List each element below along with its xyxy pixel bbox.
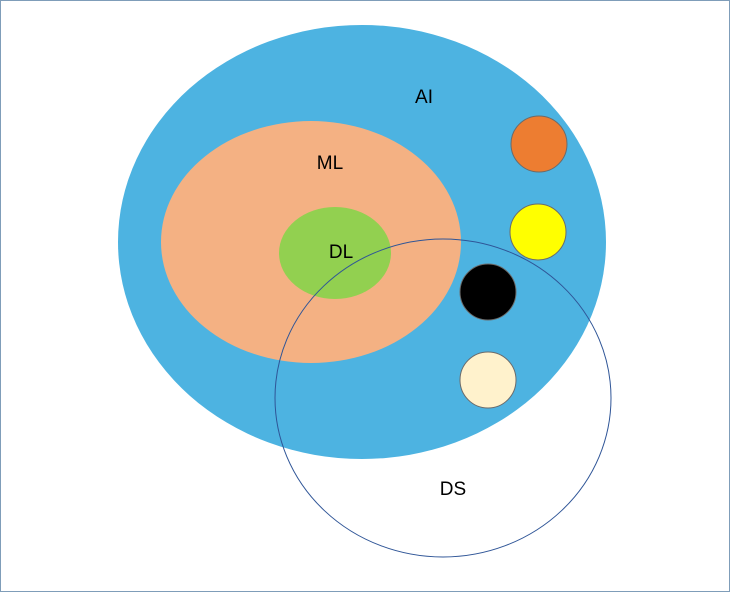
cream-dot [459,351,517,409]
orange-dot [510,115,568,173]
ds-region [274,238,612,558]
ml-label: ML [317,153,343,174]
black-dot [459,263,517,321]
dl-label: DL [329,242,353,263]
ai-label: AI [415,87,433,108]
yellow-dot [509,203,567,261]
ds-label: DS [440,479,466,500]
dl-region [279,207,391,299]
